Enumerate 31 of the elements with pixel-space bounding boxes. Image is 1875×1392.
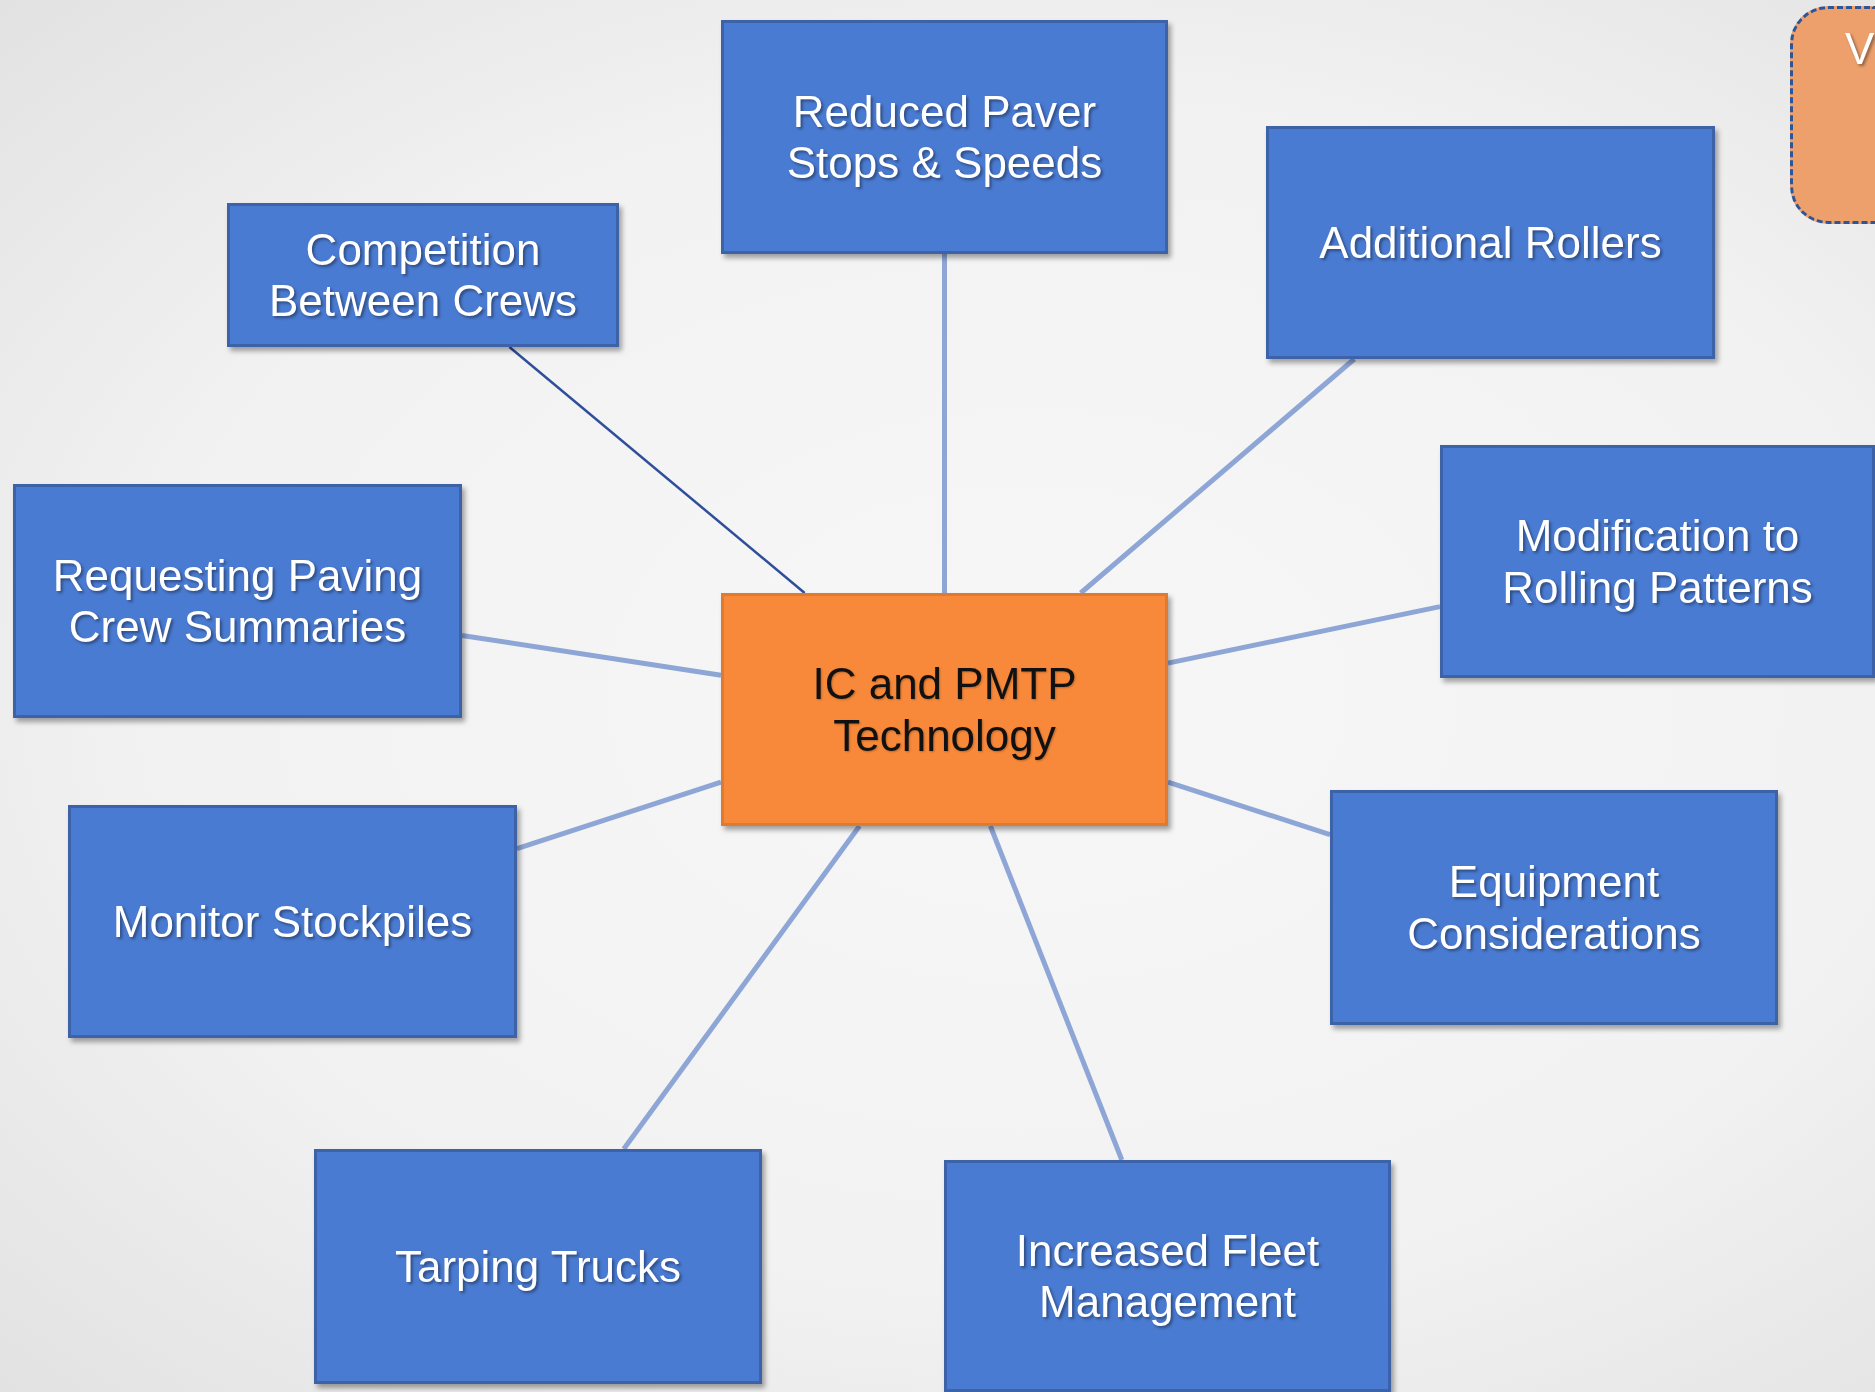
connector-line <box>461 632 722 678</box>
connector-line <box>988 825 1125 1161</box>
box-label: Equipment Considerations <box>1406 856 1702 959</box>
box-label: IC and PMTP Technology <box>811 658 1078 761</box>
topic-box <box>1266 126 1715 359</box>
connector-line <box>508 346 806 594</box>
box-label: Tarping Trucks <box>394 1241 682 1292</box>
connector-line <box>621 824 862 1151</box>
topic-box <box>721 20 1168 254</box>
box-label: Additional Rollers <box>1319 217 1662 268</box>
topic-box <box>944 1160 1391 1392</box>
topic-box <box>227 203 619 347</box>
connector-line <box>1079 357 1356 595</box>
central-box <box>721 593 1168 826</box>
connector-line <box>516 779 722 851</box>
topic-box <box>314 1149 762 1384</box>
topic-box <box>1330 790 1778 1025</box>
connector-line <box>942 254 947 593</box>
box-label: Increased Fleet Management <box>1014 1224 1321 1328</box>
topic-box <box>1440 445 1875 678</box>
box-label: V <box>1845 23 1875 75</box>
topic-box <box>68 805 517 1038</box>
callout-box <box>1790 6 1875 224</box>
connector-line <box>1167 779 1331 838</box>
connector-line <box>1167 604 1441 666</box>
box-label: Modification to Rolling Patterns <box>1501 510 1814 613</box>
box-label: Monitor Stockpiles <box>112 896 473 947</box>
box-label: Competition Between Crews <box>267 223 579 327</box>
box-label: Reduced Paver Stops & Speeds <box>785 85 1104 189</box>
topic-box <box>13 484 462 718</box>
box-label: Requesting Paving Crew Summaries <box>51 549 424 653</box>
